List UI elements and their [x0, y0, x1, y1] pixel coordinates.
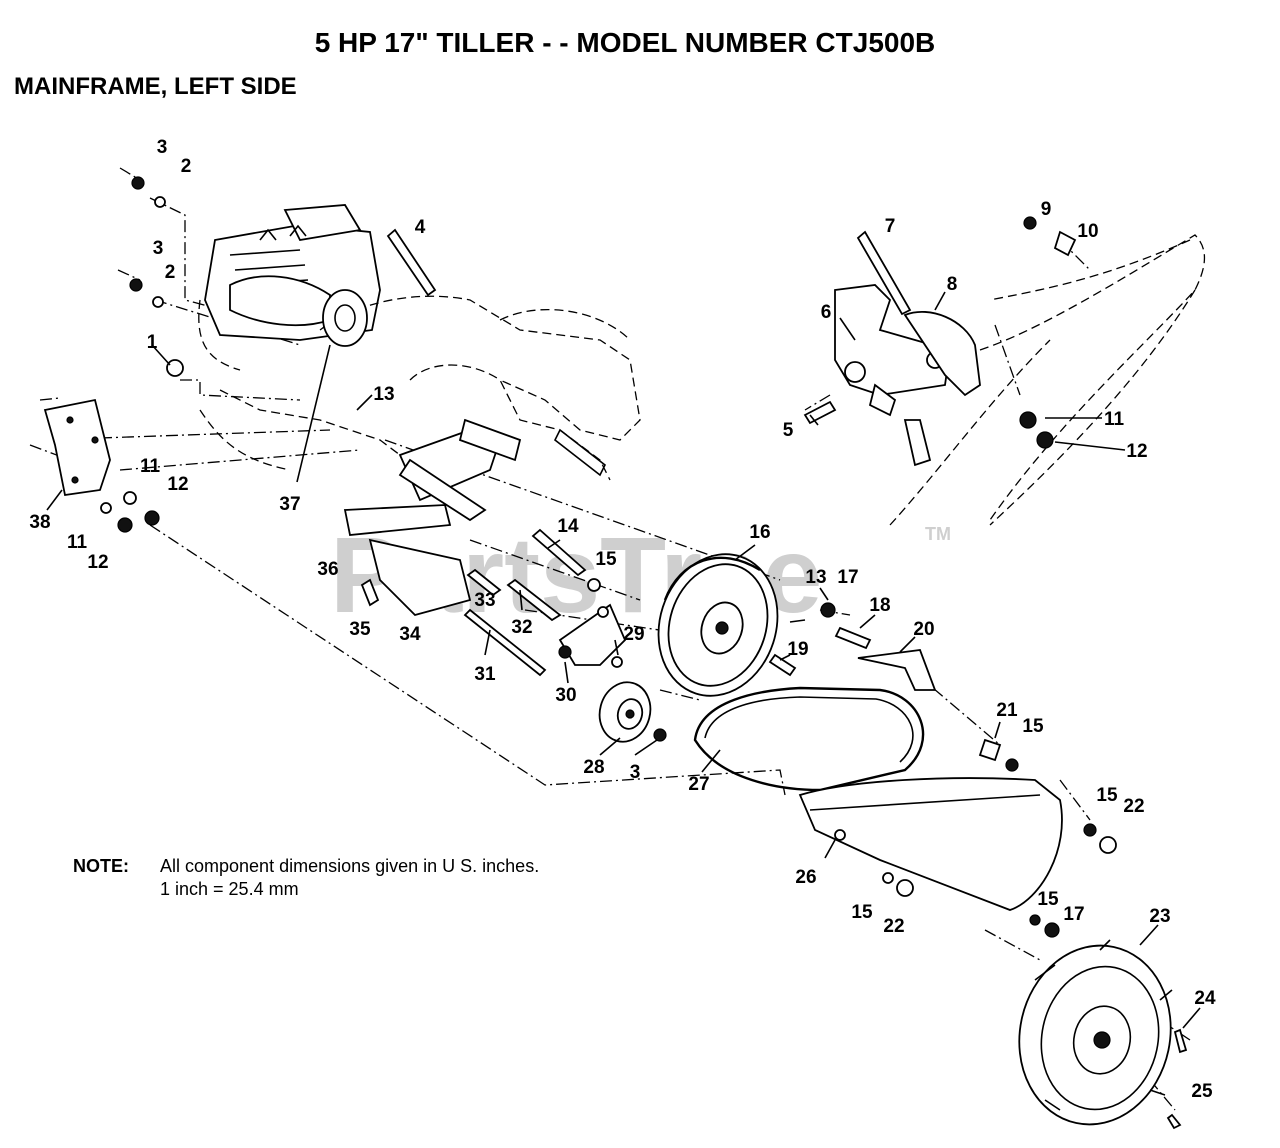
- drive-pulley: [657, 553, 779, 697]
- callout-15: 15: [1022, 716, 1044, 737]
- diagram-title: 5 HP 17" TILLER - - MODEL NUMBER CTJ500B: [315, 27, 936, 58]
- watermark-trademark: TM: [925, 524, 951, 544]
- callout-14: 14: [557, 516, 579, 537]
- callout-15: 15: [851, 902, 873, 923]
- callout-32: 32: [511, 617, 532, 638]
- callout-8: 8: [947, 274, 958, 295]
- callout-34: 34: [399, 624, 421, 645]
- callout-16: 16: [749, 522, 770, 543]
- callout-12: 12: [1126, 441, 1147, 462]
- callout-26: 26: [795, 867, 816, 888]
- callout-28: 28: [583, 757, 604, 778]
- v-belt: [693, 686, 925, 792]
- callout-17: 17: [837, 567, 858, 588]
- diagram-subtitle: MAINFRAME, LEFT SIDE: [14, 73, 297, 100]
- callout-11: 11: [67, 532, 88, 553]
- callout-12: 12: [167, 474, 188, 495]
- engine: [198, 204, 381, 371]
- wheel: [1018, 939, 1173, 1126]
- callout-17: 17: [1063, 904, 1084, 925]
- note-line-1: All component dimensions given in U S. i…: [160, 856, 539, 876]
- callout-30: 30: [555, 685, 576, 706]
- callout-27: 27: [688, 774, 709, 795]
- callout-3: 3: [153, 238, 164, 259]
- callout-21: 21: [996, 700, 1018, 721]
- callout-20: 20: [913, 619, 934, 640]
- callout-11: 11: [140, 456, 161, 477]
- note-label: NOTE:: [73, 856, 129, 876]
- clutch-bracket: [343, 504, 472, 617]
- callout-19: 19: [787, 639, 808, 660]
- idler-pulley: [598, 681, 652, 743]
- callout-5: 5: [783, 420, 794, 441]
- callout-3: 3: [630, 762, 641, 783]
- callout-12: 12: [87, 552, 108, 573]
- callout-37: 37: [279, 494, 300, 515]
- callout-13: 13: [805, 567, 826, 588]
- callout-1: 1: [147, 332, 158, 353]
- tine-shield: [889, 234, 1206, 526]
- callout-2: 2: [181, 156, 192, 177]
- callout-7: 7: [885, 216, 896, 237]
- callout-35: 35: [349, 619, 371, 640]
- belt-guard: [798, 777, 1063, 911]
- callout-33: 33: [474, 590, 495, 611]
- callout-15: 15: [1037, 889, 1059, 910]
- callout-36: 36: [317, 559, 338, 580]
- callout-11: 11: [1104, 409, 1125, 430]
- callout-6: 6: [821, 302, 832, 323]
- callout-18: 18: [869, 595, 890, 616]
- callout-4: 4: [415, 217, 426, 238]
- callout-9: 9: [1041, 199, 1052, 220]
- callout-2: 2: [165, 262, 176, 283]
- hardware: [100, 176, 1188, 1130]
- callout-25: 25: [1191, 1081, 1213, 1102]
- callout-22: 22: [1123, 796, 1144, 817]
- callout-23: 23: [1149, 906, 1170, 927]
- idler-bracket: [558, 603, 627, 666]
- callout-numbers: 3 2 3 2 1 4 13 37 11 12 38 11 12 7 9 10 …: [29, 137, 1216, 1102]
- callout-10: 10: [1077, 221, 1098, 242]
- leader-lines: [46, 291, 1201, 1029]
- left-bracket: [43, 398, 111, 497]
- dimension-note: NOTE: All component dimensions given in …: [73, 856, 539, 899]
- callout-24: 24: [1194, 988, 1216, 1009]
- callout-31: 31: [474, 664, 496, 685]
- note-line-2: 1 inch = 25.4 mm: [160, 879, 299, 899]
- callout-15: 15: [1096, 785, 1118, 806]
- callout-22: 22: [883, 916, 904, 937]
- callout-29: 29: [623, 624, 644, 645]
- mainframe: [199, 295, 641, 522]
- callout-3: 3: [157, 137, 168, 158]
- callout-38: 38: [29, 512, 50, 533]
- callout-13: 13: [373, 384, 394, 405]
- callout-15: 15: [595, 549, 617, 570]
- engine-pulley: [322, 289, 368, 347]
- depth-bracket: [834, 284, 981, 467]
